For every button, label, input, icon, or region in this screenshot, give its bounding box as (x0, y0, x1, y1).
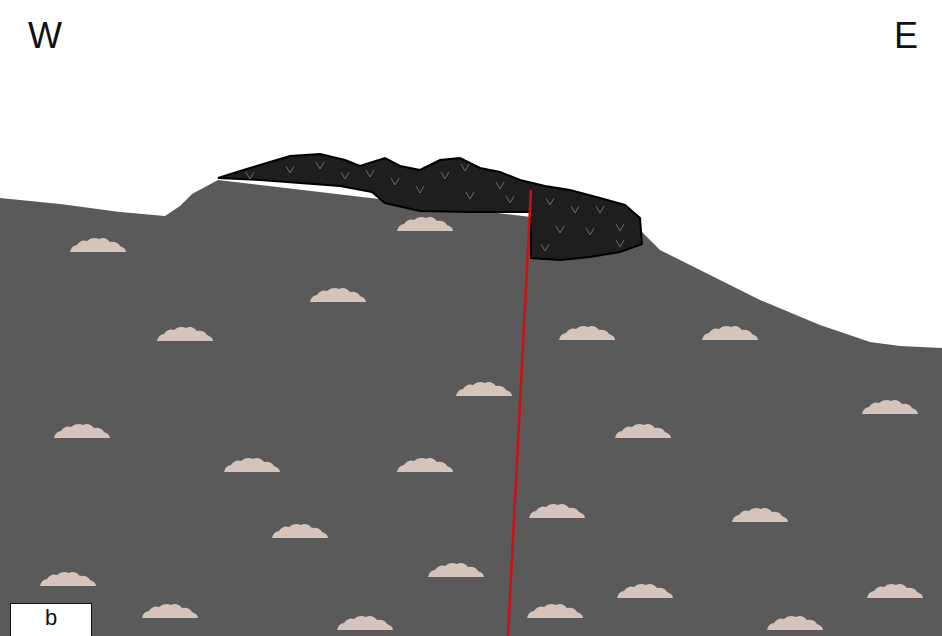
direction-label: W (28, 18, 62, 54)
panel-label-box: b (10, 603, 92, 636)
basalt-texture (246, 162, 624, 251)
breccia-clasts (40, 217, 923, 630)
basalt-cap (218, 154, 642, 260)
host-rock (0, 180, 942, 636)
direction-label: E (894, 18, 918, 54)
fault-line (508, 190, 531, 636)
panel-letter: b (45, 604, 57, 629)
